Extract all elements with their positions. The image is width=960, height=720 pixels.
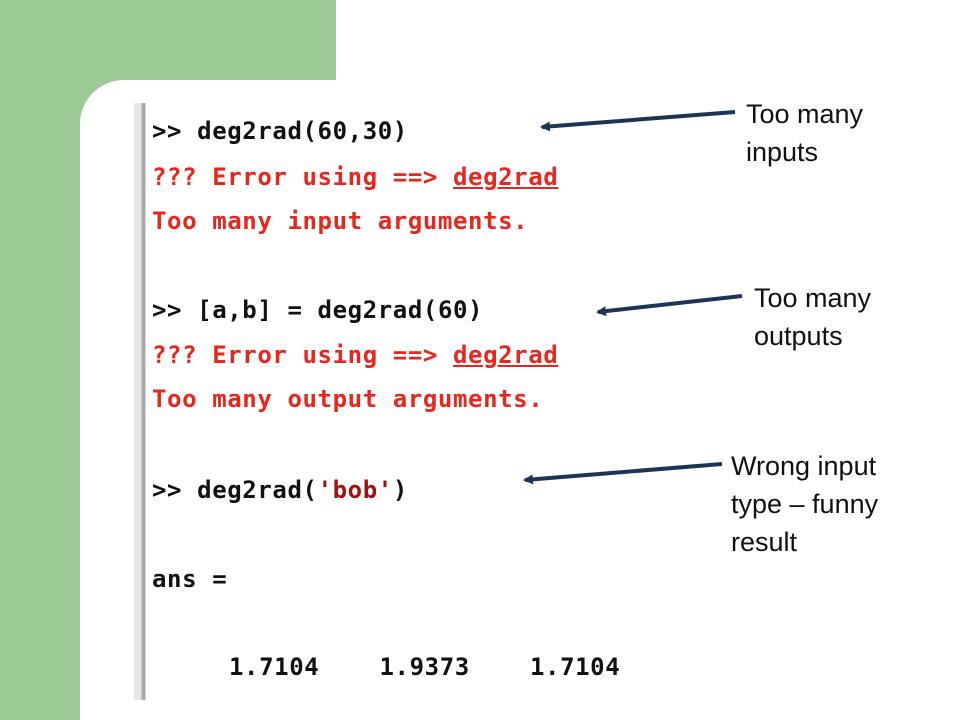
callout-line: Wrong input: [731, 451, 877, 481]
callout-line: Too many: [746, 99, 864, 129]
command-text: deg2rad(: [197, 476, 318, 504]
prompt: >>: [152, 476, 198, 504]
callout-wrong-input-type: Wrong input type – funny result: [731, 447, 878, 561]
callout-line: Too many: [754, 283, 872, 313]
arrow-to-command-2: [596, 294, 743, 317]
deg2rad-link[interactable]: deg2rad: [452, 163, 559, 191]
callout-line: inputs: [746, 137, 819, 167]
error-line-1: ??? Error using ==> deg2rad: [152, 163, 558, 191]
ans-label: ans =: [152, 565, 228, 593]
command-line-2: >> [a,b] = deg2rad(60): [152, 296, 483, 324]
matlab-command-window: >> deg2rad(60,30) ??? Error using ==> de…: [134, 103, 730, 700]
command-line-1: >> deg2rad(60,30): [152, 117, 408, 145]
error-message-2: Too many output arguments.: [152, 385, 544, 413]
string-literal: 'bob': [317, 476, 393, 504]
callout-line: result: [731, 527, 798, 557]
error-message-1: Too many input arguments.: [152, 207, 529, 235]
arrow-to-command-3: [523, 462, 723, 485]
error-line-2: ??? Error using ==> deg2rad: [152, 341, 558, 369]
callout-line: outputs: [754, 321, 843, 351]
error-prefix: ??? Error using ==>: [152, 163, 453, 191]
command-text: deg2rad(60,30): [197, 117, 408, 145]
console-left-edge: [134, 103, 148, 700]
prompt: >>: [152, 117, 198, 145]
command-line-3: >> deg2rad('bob'): [152, 476, 408, 504]
command-text: [a,b] = deg2rad(60): [197, 296, 484, 324]
callout-too-many-inputs: Too many inputs: [746, 95, 863, 171]
ans-values: 1.7104 1.9373 1.7104: [229, 653, 621, 681]
command-text-end: ): [392, 476, 408, 504]
callout-too-many-outputs: Too many outputs: [754, 279, 871, 355]
deg2rad-link[interactable]: deg2rad: [452, 341, 559, 369]
prompt: >>: [152, 296, 198, 324]
callout-line: type – funny: [731, 489, 879, 519]
arrow-to-command-1: [540, 110, 736, 132]
error-prefix: ??? Error using ==>: [152, 341, 453, 369]
